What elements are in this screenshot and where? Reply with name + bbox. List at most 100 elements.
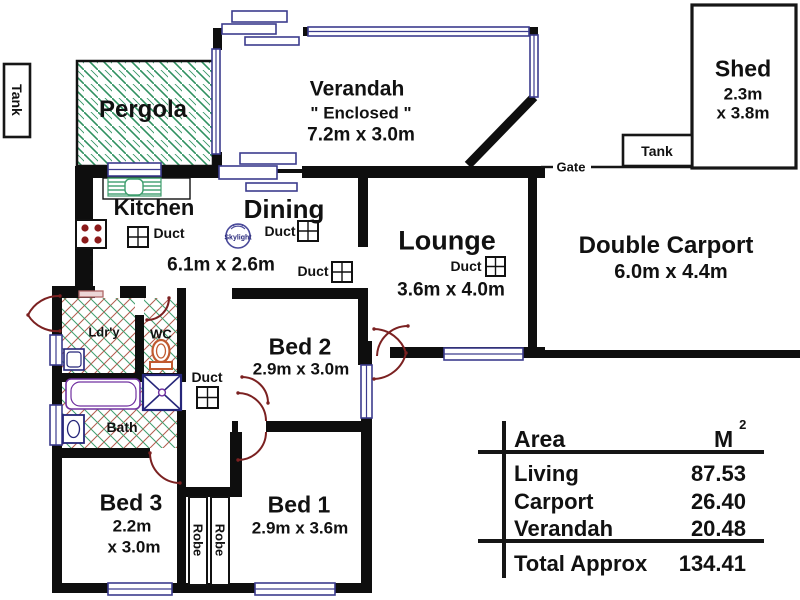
- bed3-dim1-label: 2.2m: [112, 516, 152, 536]
- robe-right-box: [210, 496, 230, 586]
- table-row-carport-label: Carport: [514, 489, 594, 514]
- table-total-value: 134.41: [678, 551, 746, 576]
- bed2-dims-label: 2.9m x 3.0m: [252, 359, 350, 379]
- entry-door-upper-leaf: [27, 294, 61, 316]
- dining-duct-upper-label: Duct: [264, 223, 296, 239]
- toilet-icon: [149, 338, 173, 370]
- windows: [49, 10, 539, 596]
- stove-icon: [75, 219, 107, 249]
- table-total-label: Total Approx: [514, 551, 648, 576]
- bed1-south-window: [254, 582, 336, 596]
- lounge-duct-label: Duct: [450, 258, 482, 274]
- wc-door: [146, 297, 170, 321]
- verandah-dims-label: 7.2m x 3.0m: [307, 124, 415, 146]
- table-header-rule: [478, 450, 764, 454]
- table-row-living-label: Living: [514, 461, 579, 486]
- dining-dims-label: 6.1m x 2.6m: [167, 254, 275, 276]
- sink-basin-icon: [124, 178, 144, 196]
- duct-icon-dining-lower: [331, 261, 353, 283]
- verandah-label: Verandah: [309, 77, 405, 101]
- bed3-door: [149, 452, 181, 484]
- laundry-bench: [78, 290, 104, 298]
- entry-door-lower-leaf: [27, 314, 61, 333]
- bed1-dims-label: 2.9m x 3.6m: [251, 518, 349, 538]
- laundry-trough-icon: [63, 348, 85, 371]
- lounge-label: Lounge: [398, 225, 496, 256]
- bath-fixtures: [62, 373, 183, 444]
- shed-dim1-label: 2.3m: [723, 84, 763, 104]
- gate-label: Gate: [556, 159, 586, 175]
- kitchen-fixtures: [75, 177, 191, 249]
- bed1-label: Bed 1: [267, 491, 331, 518]
- tank-left-outline: [2, 62, 32, 139]
- bed3-dim2-label: x 3.0m: [107, 537, 161, 557]
- duct-icon-lounge: [485, 256, 506, 277]
- shower-icon: [141, 373, 183, 412]
- pergola-label: Pergola: [98, 96, 188, 123]
- robe-left-label: Robe: [190, 523, 206, 557]
- bathtub-icon: [65, 378, 141, 410]
- wc-label: WC: [150, 326, 172, 342]
- tank-right-outline: [621, 133, 694, 168]
- robe-right-label: Robe: [212, 523, 228, 557]
- hall-door: [237, 392, 267, 422]
- bed1-door: [237, 431, 267, 461]
- laundry-fixtures: [63, 290, 104, 371]
- louvre-window-bottom: [218, 152, 298, 192]
- laundry-label: Ldr'y: [88, 324, 120, 340]
- duct-icons: [127, 220, 506, 409]
- louvre-window-top: [221, 10, 300, 46]
- table-header-m2: M2: [714, 417, 747, 452]
- table-vertical-rule: [502, 421, 506, 578]
- table-header-area: Area: [514, 426, 566, 452]
- table-row-living-value: 87.53: [690, 461, 746, 486]
- verandah-diagonal-wall: [464, 93, 538, 169]
- table-row-verandah-label: Verandah: [514, 516, 614, 541]
- skylight-icon: [225, 223, 251, 249]
- bath-label: Bath: [106, 419, 138, 435]
- duct-icon-kitchen: [127, 226, 149, 248]
- bed3-label: Bed 3: [99, 489, 163, 516]
- left-wall-window-a: [49, 334, 63, 366]
- lounge-dims-label: 3.6m x 4.0m: [397, 279, 505, 301]
- duct-icon-hall: [196, 386, 219, 409]
- east-door-upper-leaf: [373, 328, 407, 354]
- lounge-south-window: [443, 347, 524, 361]
- pergola-verandah-window: [211, 48, 221, 155]
- shed-label: Shed: [714, 55, 772, 82]
- tank-right-label: Tank: [641, 143, 673, 159]
- kitchen-north-window: [107, 162, 162, 177]
- verandah-enclosed-label: " Enclosed ": [310, 103, 412, 123]
- verandah-right-window: [529, 34, 539, 98]
- dining-duct-lower-label: Duct: [297, 263, 329, 279]
- shed-outline: [690, 3, 798, 170]
- table-row-carport-value: 26.40: [690, 489, 746, 514]
- carport-label: Double Carport: [578, 232, 754, 259]
- robe-closets: [188, 496, 230, 586]
- door-hinge-dots: [26, 294, 410, 485]
- east-hall-window: [360, 364, 373, 419]
- pergola-area: [75, 59, 215, 168]
- tank-left-label: Tank: [9, 84, 25, 116]
- bed3-south-window: [107, 582, 173, 596]
- verandah-top-window: [307, 26, 530, 37]
- shed-dim2-label: x 3.8m: [716, 103, 770, 123]
- table-row-verandah-value: 20.48: [690, 516, 746, 541]
- doors: [27, 294, 409, 484]
- table-header-m2-sup: 2: [739, 417, 747, 433]
- vanity-basin-icon: [62, 414, 85, 444]
- dining-label: Dining: [243, 194, 325, 224]
- bed2-label: Bed 2: [268, 333, 332, 360]
- skylight-label: Skylight: [224, 234, 252, 242]
- kitchen-label: Kitchen: [113, 195, 195, 220]
- duct-icon-dining-upper: [297, 220, 319, 242]
- east-door-lower-leaf: [373, 352, 407, 380]
- lounge-door: [376, 325, 409, 357]
- hall-duct-label: Duct: [191, 369, 223, 385]
- bed2-door: [241, 376, 269, 404]
- carport-dims-label: 6.0m x 4.4m: [614, 261, 728, 283]
- left-wall-window-b: [49, 404, 63, 446]
- table-total-rule: [478, 539, 764, 543]
